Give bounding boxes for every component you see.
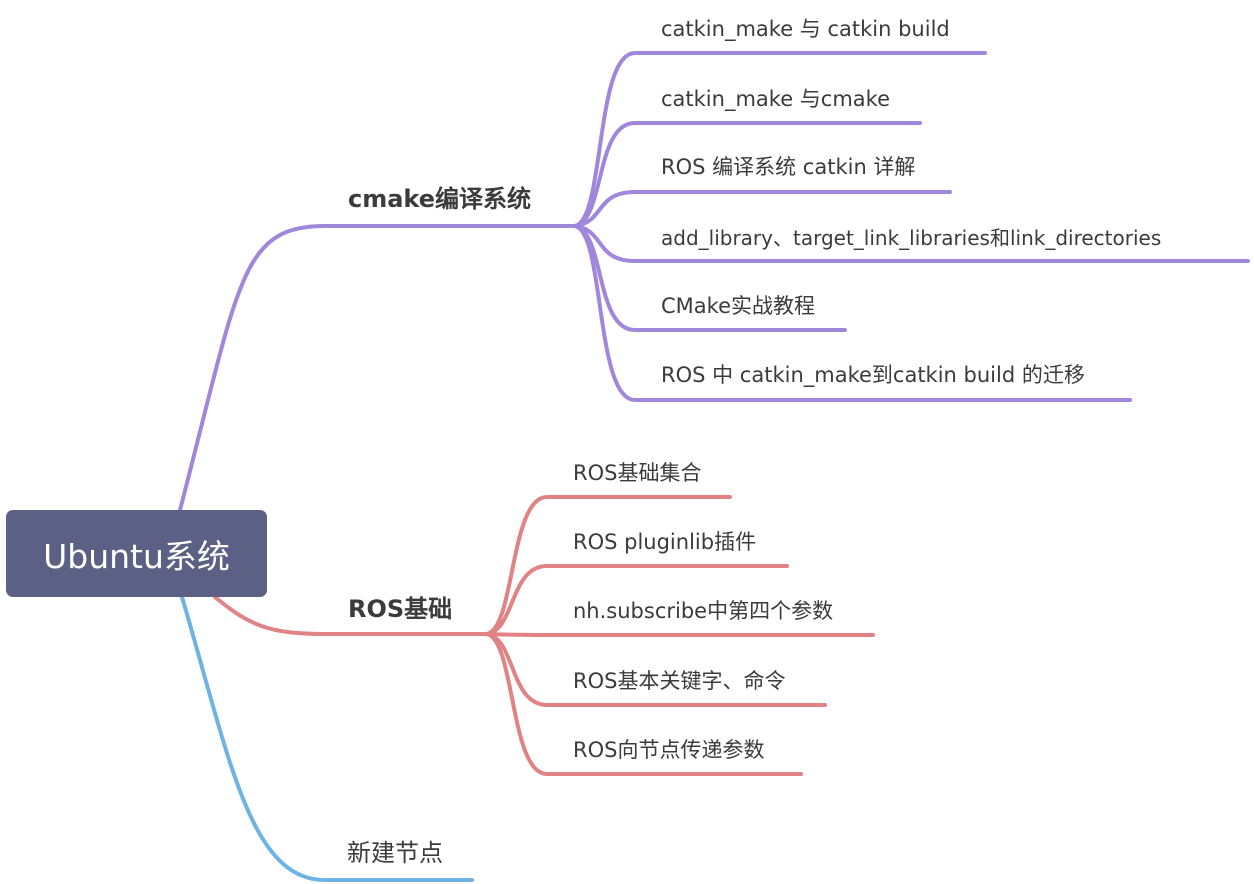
leaf-cmake-5[interactable]: CMake实战教程 <box>661 294 815 318</box>
leaf-ros-4[interactable]: ROS基本关键字、命令 <box>573 669 786 693</box>
connector-cmake-leaf-6 <box>573 224 1132 402</box>
root-node-label: Ubuntu系统 <box>43 536 230 576</box>
branch-ros-basics-label[interactable]: ROS基础 <box>348 595 453 623</box>
connector-ros-leaf-2 <box>485 564 789 636</box>
branch-cmake-label[interactable]: cmake编译系统 <box>348 185 532 213</box>
connector-root-to-new-node <box>180 595 474 882</box>
connector-cmake-leaf-1 <box>573 51 987 228</box>
leaf-cmake-1[interactable]: catkin_make 与 catkin build <box>661 17 950 41</box>
connector-ros-leaf-5 <box>485 632 803 776</box>
connector-root-to-cmake <box>178 224 577 512</box>
branch-new-node-label[interactable]: 新建节点 <box>347 839 443 867</box>
connector-cmake-leaf-3 <box>573 190 952 228</box>
leaf-ros-3[interactable]: nh.subscribe中第四个参数 <box>573 599 834 623</box>
connector-cmake-leaf-2 <box>573 121 922 228</box>
leaf-cmake-6[interactable]: ROS 中 catkin_make到catkin build 的迁移 <box>661 363 1085 387</box>
leaf-cmake-3[interactable]: ROS 编译系统 catkin 详解 <box>661 155 916 179</box>
leaf-cmake-4[interactable]: add_library、target_link_libraries和link_d… <box>661 226 1162 250</box>
connector-cmake-leaf-4 <box>573 224 1250 263</box>
leaf-cmake-2[interactable]: catkin_make 与cmake <box>661 87 890 111</box>
root-node[interactable]: Ubuntu系统 <box>6 510 267 597</box>
leaf-ros-5[interactable]: ROS向节点传递参数 <box>573 738 765 762</box>
connector-ros-leaf-3 <box>485 632 875 637</box>
connector-root-to-ros-basics <box>213 595 489 636</box>
leaf-ros-1[interactable]: ROS基础集合 <box>573 461 702 485</box>
connector-ros-leaf-1 <box>485 495 732 636</box>
leaf-ros-2[interactable]: ROS pluginlib插件 <box>573 530 757 554</box>
